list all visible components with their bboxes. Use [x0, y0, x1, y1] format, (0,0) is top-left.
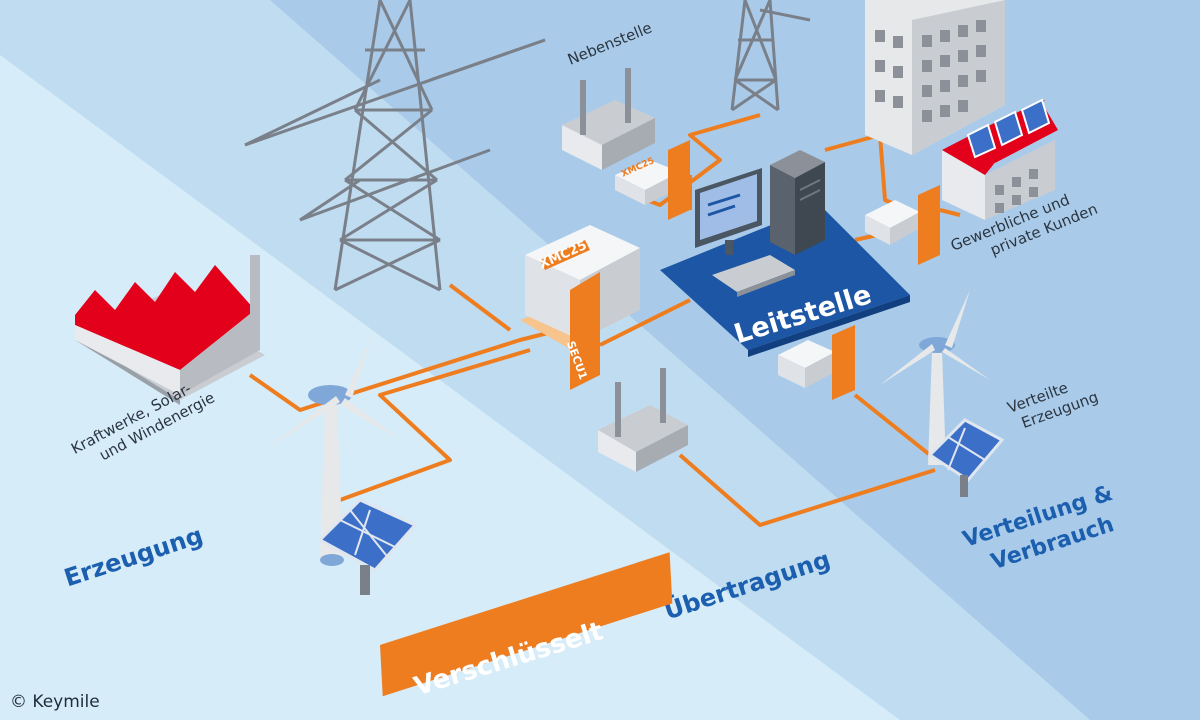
- wind-turbine-right: [880, 290, 990, 465]
- substation-bottom: [598, 368, 688, 472]
- keyboard-icon: [712, 255, 795, 297]
- server-icon: [770, 150, 825, 255]
- solar-panel-right: [927, 418, 1005, 497]
- xmc25-rack-main: [520, 225, 640, 390]
- transmission-tower-right: [730, 0, 811, 112]
- house-icon: [942, 98, 1058, 220]
- office-building: [865, 0, 1005, 155]
- wind-turbine-left: [265, 335, 400, 566]
- xmc25-unit-top: [615, 140, 690, 220]
- transmission-tower-left: [244, 0, 546, 292]
- factory: [75, 255, 265, 405]
- copyright-label: © Keymile: [10, 692, 100, 712]
- monitor-icon: [695, 168, 762, 255]
- xmc25-unit-bottom: [778, 325, 855, 400]
- solar-panel-left: [317, 498, 418, 595]
- xmc25-unit-right: [865, 185, 940, 265]
- substation-top: [562, 68, 655, 170]
